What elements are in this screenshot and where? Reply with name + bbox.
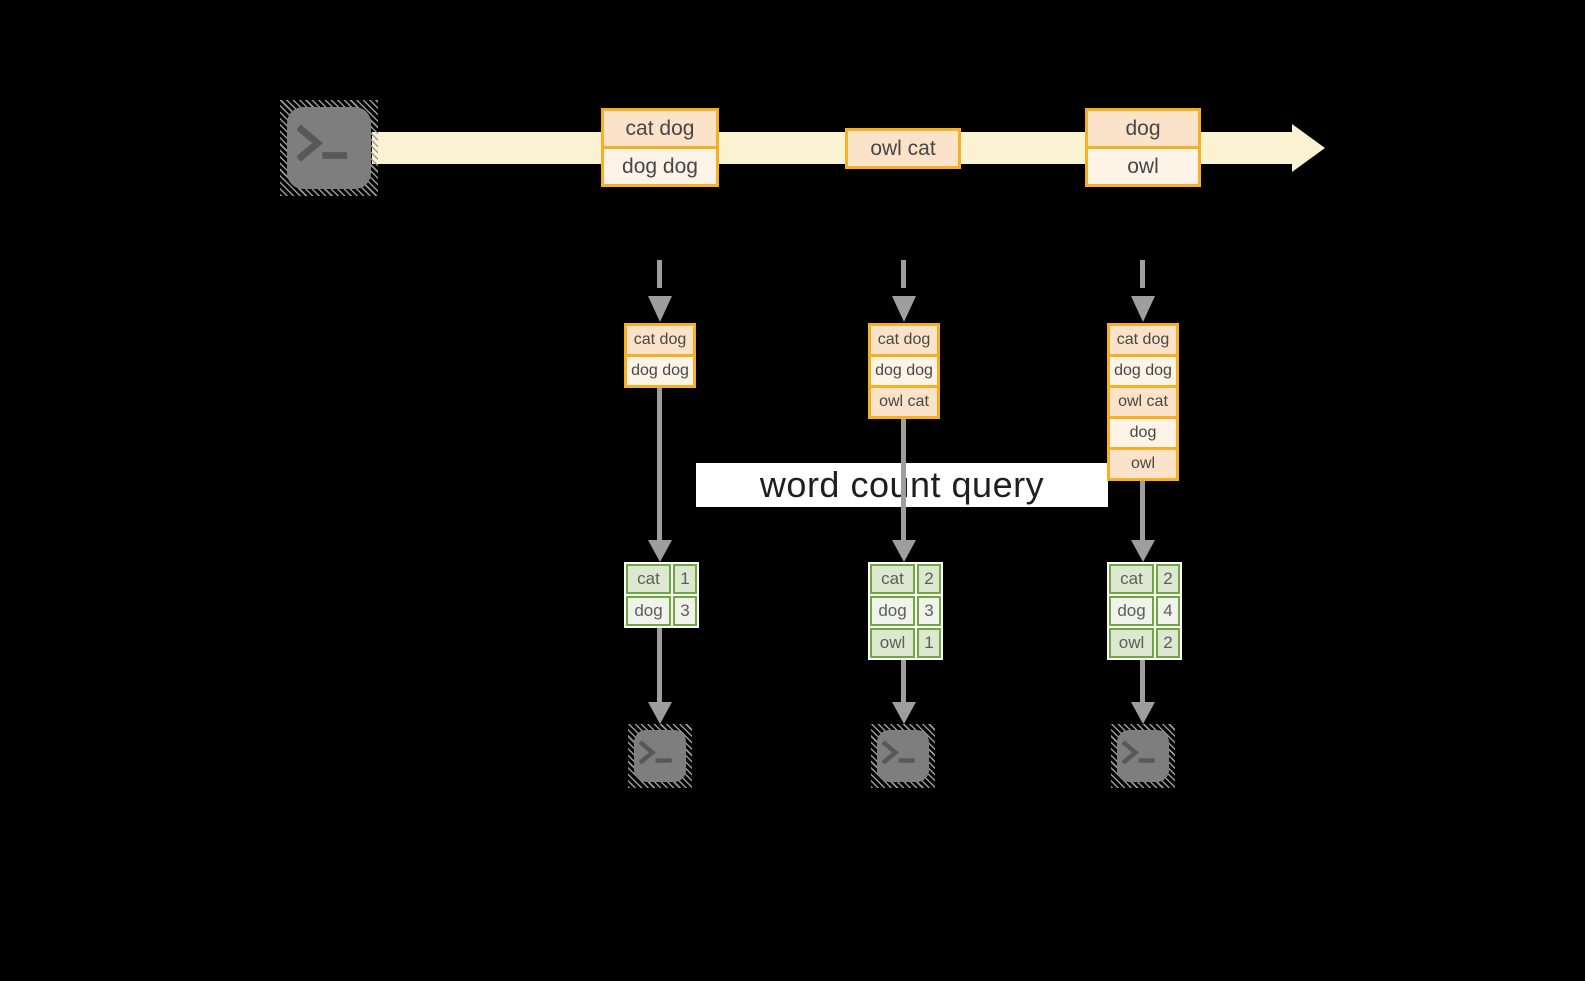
dashed-arrow-down-icon bbox=[1140, 260, 1145, 288]
input-record: owl cat bbox=[1107, 385, 1179, 419]
count-cell: 4 bbox=[1156, 596, 1180, 626]
arrow-down-icon bbox=[648, 540, 672, 562]
stream-batch-1: cat dog dog dog bbox=[601, 108, 719, 187]
arrow-down-icon bbox=[648, 296, 672, 322]
count-cell: 3 bbox=[917, 596, 941, 626]
terminal-body bbox=[877, 730, 929, 782]
stream-batch-2: owl cat bbox=[845, 128, 961, 169]
word-cell: dog bbox=[1109, 596, 1154, 626]
terminal-prompt-icon bbox=[1121, 740, 1155, 765]
word-cell: dog bbox=[870, 596, 915, 626]
arrow-down-icon bbox=[892, 540, 916, 562]
count-table-1: cat 1 dog 3 bbox=[624, 562, 699, 628]
terminal-body bbox=[634, 730, 686, 782]
count-cell: 1 bbox=[673, 564, 697, 594]
input-table-2: cat dog dog dog owl cat bbox=[868, 323, 940, 419]
input-record: cat dog bbox=[624, 323, 696, 357]
count-cell: 2 bbox=[1156, 564, 1180, 594]
stream-batch-3: dog owl bbox=[1085, 108, 1201, 187]
dashed-arrow-down-icon bbox=[901, 260, 906, 288]
input-record: cat dog bbox=[1107, 323, 1179, 357]
input-record: dog dog bbox=[868, 354, 940, 388]
dashed-arrow-down-icon bbox=[657, 260, 662, 288]
count-cell: 1 bbox=[917, 628, 941, 658]
word-cell: cat bbox=[1109, 564, 1154, 594]
input-record: dog dog bbox=[1107, 354, 1179, 388]
terminal-prompt-icon bbox=[296, 124, 347, 162]
terminal-icon bbox=[871, 724, 935, 788]
count-cell: 2 bbox=[1156, 628, 1180, 658]
word-cell: cat bbox=[870, 564, 915, 594]
pipeline-line bbox=[657, 628, 662, 704]
pipeline-line bbox=[901, 417, 906, 542]
stream-record: owl bbox=[1085, 146, 1201, 187]
stream-record: cat dog bbox=[601, 108, 719, 149]
pipeline-line bbox=[1140, 659, 1145, 704]
arrow-down-icon bbox=[1131, 296, 1155, 322]
arrow-down-icon bbox=[892, 702, 916, 724]
input-record: owl bbox=[1107, 447, 1179, 481]
arrow-down-icon bbox=[1131, 702, 1155, 724]
arrow-down-icon bbox=[648, 702, 672, 724]
arrow-right-icon bbox=[1292, 124, 1325, 172]
stream-record: dog dog bbox=[601, 146, 719, 187]
word-cell: dog bbox=[626, 596, 671, 626]
arrow-down-icon bbox=[1131, 540, 1155, 562]
input-record: dog bbox=[1107, 416, 1179, 450]
word-cell: owl bbox=[1109, 628, 1154, 658]
terminal-body bbox=[287, 107, 371, 189]
count-table-3: cat 2 dog 4 owl 2 bbox=[1107, 562, 1182, 660]
terminal-icon bbox=[280, 100, 378, 196]
terminal-prompt-icon bbox=[881, 740, 915, 765]
input-record: dog dog bbox=[624, 354, 696, 388]
input-record: owl cat bbox=[868, 385, 940, 419]
word-cell: owl bbox=[870, 628, 915, 658]
terminal-body bbox=[1117, 730, 1169, 782]
word-cell: cat bbox=[626, 564, 671, 594]
count-table-2: cat 2 dog 3 owl 1 bbox=[868, 562, 943, 660]
terminal-prompt-icon bbox=[638, 740, 672, 765]
count-cell: 3 bbox=[673, 596, 697, 626]
terminal-icon bbox=[1111, 724, 1175, 788]
input-record: cat dog bbox=[868, 323, 940, 357]
input-table-1: cat dog dog dog bbox=[624, 323, 696, 388]
stream-record: dog bbox=[1085, 108, 1201, 149]
terminal-icon bbox=[628, 724, 692, 788]
input-table-3: cat dog dog dog owl cat dog owl bbox=[1107, 323, 1179, 481]
pipeline-line bbox=[1140, 479, 1145, 542]
stream-record: owl cat bbox=[845, 128, 961, 169]
pipeline-line bbox=[901, 659, 906, 704]
count-cell: 2 bbox=[917, 564, 941, 594]
arrow-down-icon bbox=[892, 296, 916, 322]
pipeline-line bbox=[657, 386, 662, 542]
